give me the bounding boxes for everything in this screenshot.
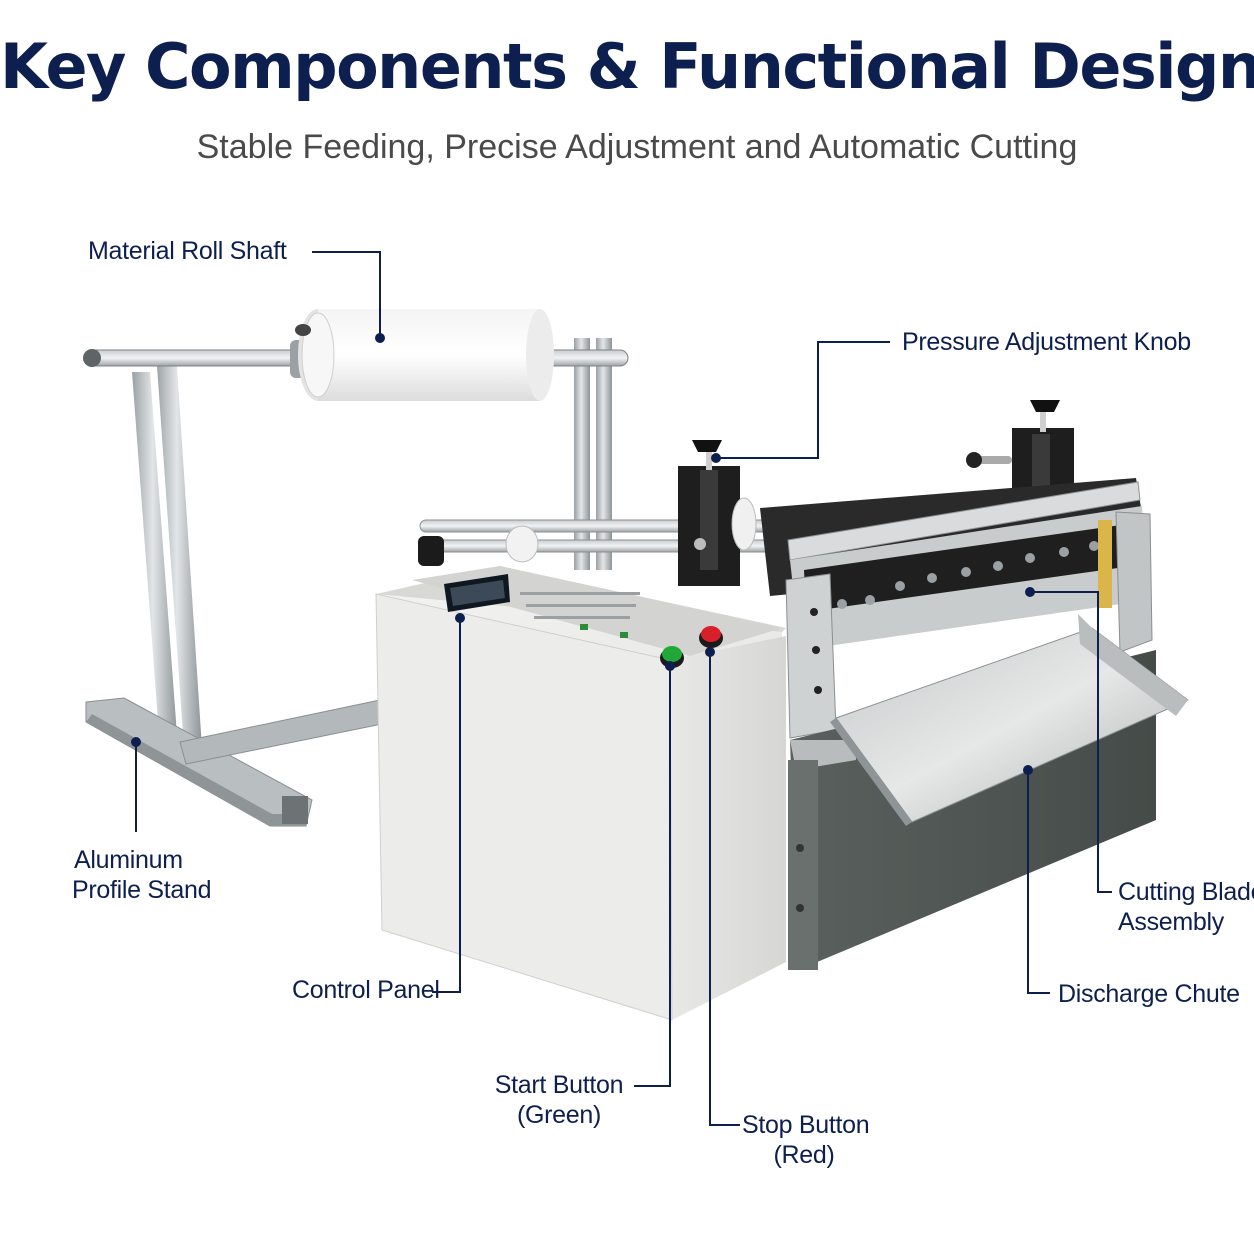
callout-stand-line2: Profile Stand bbox=[72, 876, 212, 904]
page-title: Key Components & Functional Design bbox=[0, 30, 1254, 103]
page-subtitle: Stable Feeding, Precise Adjustment and A… bbox=[196, 128, 1078, 166]
discharge-chute bbox=[830, 614, 1189, 826]
callout-blade-line2: Assembly bbox=[1118, 908, 1224, 936]
callout-material-roll-shaft: Material Roll Shaft bbox=[88, 237, 287, 265]
callout-discharge-chute: Discharge Chute bbox=[1058, 980, 1240, 1008]
callout-aluminum-profile-stand: Aluminum Profile Stand bbox=[60, 845, 212, 905]
callout-blade-line1: Cutting Blade bbox=[1118, 878, 1254, 906]
material-roll bbox=[290, 309, 554, 401]
callout-cutting-blade-assembly: Cutting Blade Assembly bbox=[1118, 877, 1254, 937]
callout-stop-line2: (Red) bbox=[773, 1141, 835, 1169]
callout-start-line1: Start Button bbox=[494, 1071, 624, 1099]
callout-control-panel: Control Panel bbox=[292, 976, 440, 1004]
callout-stand-line1: Aluminum bbox=[74, 846, 183, 874]
leader-dots bbox=[131, 333, 1035, 775]
leader-lines bbox=[135, 251, 1112, 1126]
callout-stop-button: Stop Button (Red) bbox=[742, 1110, 870, 1170]
callout-start-button: Start Button (Green) bbox=[494, 1070, 624, 1130]
stop-button bbox=[699, 626, 723, 648]
callout-pressure-adjustment-knob: Pressure Adjustment Knob bbox=[902, 328, 1191, 356]
cutting-head bbox=[760, 478, 1153, 739]
callout-stop-line1: Stop Button bbox=[742, 1111, 870, 1139]
control-box bbox=[375, 566, 786, 1021]
callout-start-line2: (Green) bbox=[516, 1101, 602, 1129]
